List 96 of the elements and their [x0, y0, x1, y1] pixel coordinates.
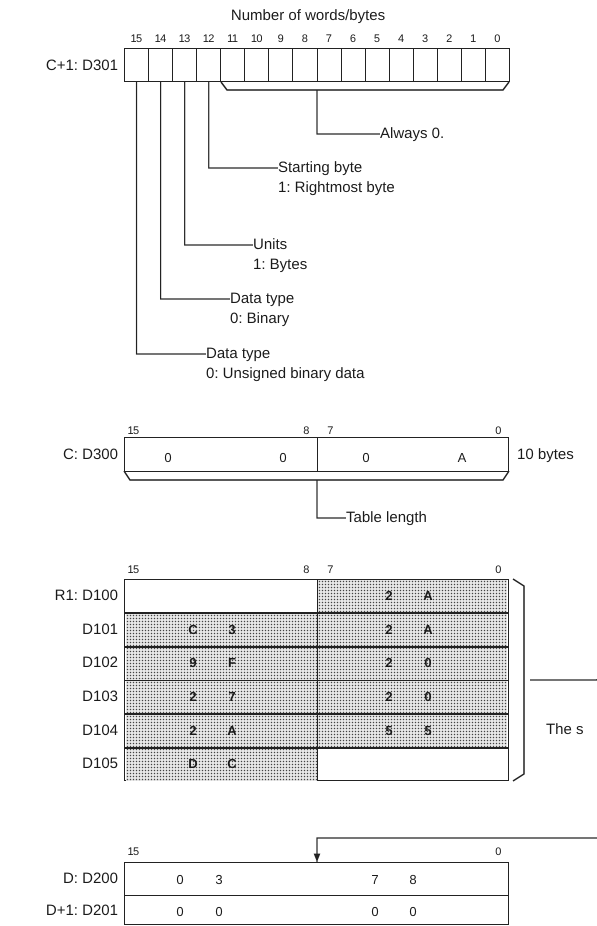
register-label: 10 bytes	[517, 446, 574, 464]
hex-digit: 0	[215, 904, 223, 920]
hex-digit: 2	[385, 656, 393, 670]
bit-number: 15	[127, 846, 139, 858]
hex-digit: 5	[385, 723, 393, 738]
hex-digit: 9	[189, 656, 197, 670]
hex-digit: 2	[385, 622, 393, 637]
hex-digit: D	[188, 757, 198, 772]
callout-heading: Table length	[346, 508, 427, 528]
bit-number: 13	[178, 32, 190, 46]
leader-line	[160, 82, 230, 300]
leader-line	[316, 90, 380, 135]
bit-number: 8	[302, 32, 308, 46]
arrow	[314, 837, 597, 862]
hex-digit: 0	[424, 690, 432, 704]
hex-digit: 3	[215, 872, 223, 888]
register-label: D102	[82, 654, 118, 672]
bit-cell	[172, 48, 198, 82]
bit-number: 6	[350, 32, 356, 46]
hex-digit: 5	[424, 723, 432, 738]
hex-digit: C	[227, 757, 237, 772]
callout-heading: Starting byte	[278, 158, 364, 178]
hex-digit: 3	[228, 622, 236, 637]
register-label: C: D300	[62, 446, 118, 464]
register-label: D: D200	[62, 870, 118, 888]
callout-text: 0: Unsigned binary data	[206, 364, 364, 384]
hex-digit: 0	[424, 656, 432, 670]
register-row	[124, 862, 509, 896]
register-label: D101	[82, 621, 118, 638]
bit-cell	[124, 48, 150, 82]
leader-line	[136, 82, 206, 355]
hex-digit: F	[228, 656, 236, 670]
register-label: D104	[82, 722, 118, 739]
register-label: D+1: D201	[46, 902, 118, 920]
hex-digit: 0	[164, 450, 172, 466]
field-title: Number of words/bytes	[230, 8, 386, 24]
leader-line	[184, 82, 253, 246]
bit-number: 7	[327, 564, 333, 576]
hex-digit: 0	[176, 872, 184, 888]
hex-digit: 0	[362, 450, 370, 466]
bit-number: 7	[327, 424, 333, 438]
register-row	[124, 895, 509, 925]
bit-number: 0	[495, 424, 501, 438]
hex-digit: 0	[279, 450, 287, 466]
register-label: C+1: D301	[46, 58, 118, 74]
bit-number: 0	[495, 564, 501, 576]
leader-line	[208, 82, 278, 169]
callout-text: 1: Bytes	[253, 255, 308, 275]
bit-number: 3	[422, 32, 428, 46]
hex-digit: 2	[189, 690, 197, 704]
hex-digit: 0	[371, 904, 379, 920]
callout-heading: Data type	[230, 289, 294, 309]
bit-number: 15	[127, 564, 139, 576]
hex-digit: C	[188, 622, 198, 637]
hex-digit: 0	[409, 904, 417, 920]
bit-number: 0	[495, 846, 501, 858]
bit-number: 4	[398, 32, 404, 46]
hex-digit: A	[423, 622, 433, 637]
bit-number: 7	[326, 32, 332, 46]
bit-number: 8	[303, 564, 309, 576]
bit-number: 2	[446, 32, 452, 46]
hex-digit: 0	[176, 904, 184, 920]
bit-cell	[196, 48, 222, 82]
bit-number: 0	[494, 32, 500, 46]
callout-text: 0: Binary	[230, 309, 290, 329]
callout-heading: Always 0.	[380, 124, 444, 144]
bit-number: 15	[127, 424, 139, 438]
bit-number: 5	[374, 32, 380, 46]
hex-digit: 2	[385, 588, 393, 603]
bit-number: 15	[130, 32, 142, 46]
hex-digit: 7	[228, 690, 236, 704]
leader-line	[316, 480, 346, 519]
bit-number: 9	[278, 32, 284, 46]
bit-number: 1	[470, 32, 476, 46]
register-label: D103	[82, 688, 118, 706]
callout-text: 1: Rightmost byte	[278, 178, 395, 198]
bit-number: 12	[202, 32, 214, 46]
hex-digit: 2	[189, 723, 197, 738]
leader-line	[530, 678, 597, 681]
hex-digit: A	[227, 723, 237, 738]
bit-number: 14	[154, 32, 166, 46]
register-row	[124, 437, 509, 472]
register-label: D105	[82, 756, 118, 772]
hex-digit: 7	[371, 872, 379, 888]
hex-digit: A	[458, 450, 466, 466]
bit-number: 8	[303, 424, 309, 438]
hex-digit: A	[423, 588, 433, 603]
register-label: The s	[546, 722, 584, 738]
bit-number: 11	[227, 32, 238, 46]
hex-digit: 8	[409, 872, 417, 888]
callout-heading: Units	[253, 235, 288, 255]
callout-heading: Data type	[206, 344, 272, 364]
hex-digit: 2	[385, 690, 393, 704]
bit-cell	[148, 48, 174, 82]
bit-number: 10	[250, 32, 262, 46]
register-label: R1: D100	[54, 588, 118, 604]
